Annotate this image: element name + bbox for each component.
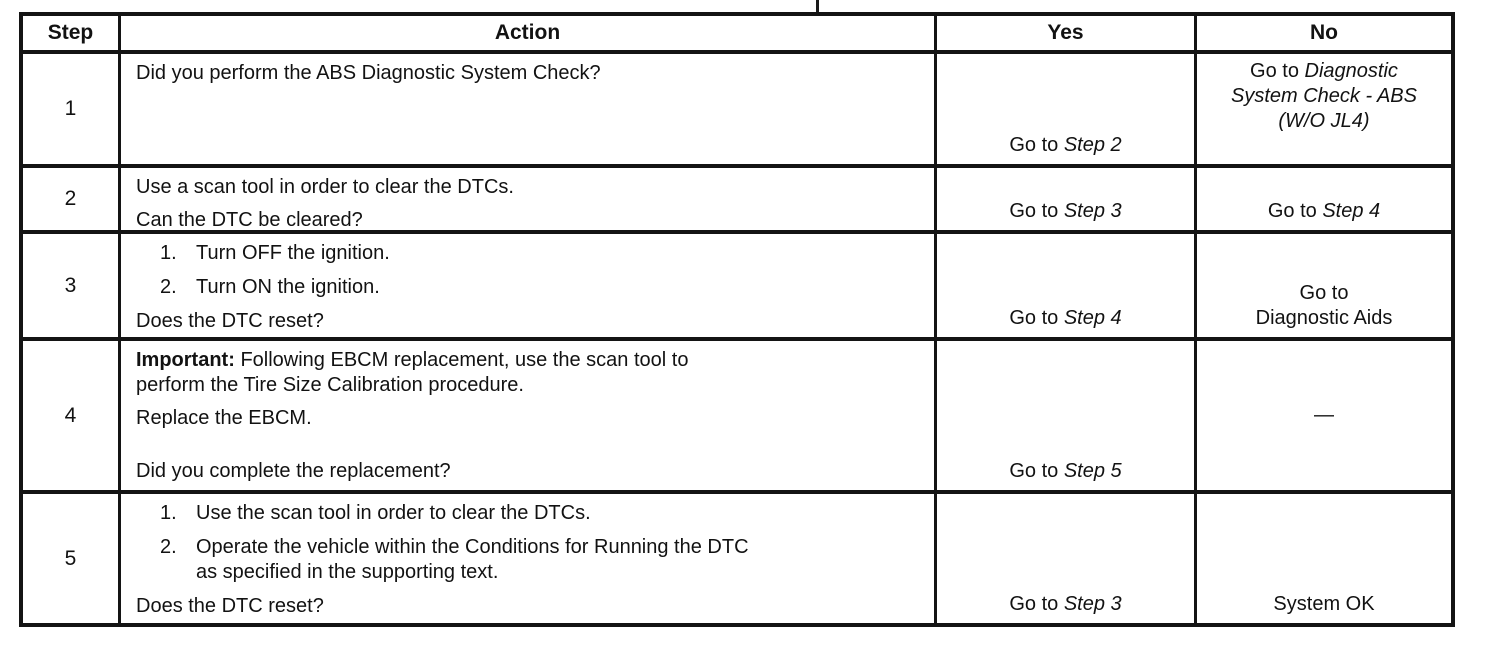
no-cell: Go to Diagnostic Aids [1197,234,1451,337]
action-list-item: 2. Operate the vehicle within the Conditi… [136,535,922,585]
yes-reference-text: Go to Step 2 [1009,133,1121,158]
text-segment: Turn ON the ignition. [196,276,380,298]
text-segment: Go to [1009,134,1064,156]
step-cell: 1 [23,54,118,164]
list-item-text: Operate the vehicle within the Condition… [196,535,749,585]
text-segment: Go to [1299,282,1349,304]
text-segment: Following EBCM replacement, use the scan… [234,349,689,371]
yes-reference-text: Go to Step 3 [1009,199,1121,224]
text-segment: Important: [136,349,235,371]
action-list-item: 1. Use the scan tool in order to clear th… [136,501,922,526]
no-reference-text: Go to Step 4 [1268,199,1380,224]
no-reference-text: System OK [1273,592,1374,617]
action-question: Does the DTC reset? [136,594,922,619]
yes-reference-text: Go to Step 5 [1009,459,1121,484]
text-segment: Turn OFF the ignition. [196,242,390,264]
text-segment: Use the scan tool in order to clear the … [196,502,591,524]
text-segment: Go to [1009,593,1064,615]
text-segment: Go to [1250,60,1305,82]
scan-artifact-tick [816,0,819,12]
text-segment: Does the DTC reset? [136,595,324,617]
step-cell: 5 [23,494,118,623]
action-cell: 1. Use the scan tool in order to clear th… [121,494,934,623]
yes-cell: Go to Step 2 [937,54,1194,164]
action-paragraph: Did you perform the ABS Diagnostic Syste… [136,61,922,86]
text-segment: Go to [1009,200,1064,222]
no-reference-text: — [1314,403,1334,428]
text-segment: Step 5 [1063,460,1122,482]
text-segment: Step 4 [1322,200,1381,222]
column-header-step: Step [23,16,118,50]
text-segment: Diagnostic Aids [1255,307,1393,329]
action-paragraph: Use a scan tool in order to clear the DT… [136,175,922,200]
column-header-no: No [1197,16,1451,50]
text-segment: Operate the vehicle within the Condition… [196,536,749,558]
text-segment: Use a scan tool in order to clear the DT… [136,176,514,198]
action-cell: 1. Turn OFF the ignition. 2. Turn ON the ig… [121,234,934,337]
text-segment: Step 2 [1063,134,1122,156]
no-cell: Go to Step 4 [1197,168,1451,230]
action-paragraph: Important: Following EBCM replacement, u… [136,348,922,398]
text-segment: Go to [1009,460,1064,482]
action-list-item: 1. Turn OFF the ignition. [136,241,922,266]
text-segment: Step 4 [1063,307,1122,329]
text-segment: — [1314,403,1334,426]
step-cell: 2 [23,168,118,230]
yes-reference-text: Go to Step 4 [1009,306,1121,331]
action-cell: Use a scan tool in order to clear the DT… [121,168,934,230]
text-segment: System Check - ABS [1231,85,1417,107]
text-segment: Step 3 [1063,200,1122,222]
no-cell: System OK [1197,494,1451,623]
diagnostic-step-table: Step Action Yes No 1 Did you perform the … [19,12,1455,627]
list-item-text: Use the scan tool in order to clear the … [196,501,591,526]
text-segment: Go to [1267,200,1323,222]
text-segment: Replace the EBCM. [136,407,312,429]
yes-cell: Go to Step 4 [937,234,1194,337]
text-segment: (W/O JL4) [1278,110,1370,132]
no-reference-text: Go to Diagnostic Aids [1256,281,1393,331]
action-question: Can the DTC be cleared? [136,208,922,230]
action-cell: Important: Following EBCM replacement, u… [121,341,934,490]
list-marker: 2. [160,276,177,298]
action-list-item: 2. Turn ON the ignition. [136,275,922,300]
yes-reference-text: Go to Step 3 [1009,592,1121,617]
list-marker: 2. [160,536,177,558]
step-cell: 4 [23,341,118,490]
action-cell: Did you perform the ABS Diagnostic Syste… [121,54,934,164]
list-marker: 1. [160,242,177,264]
action-question: Does the DTC reset? [136,309,922,334]
text-segment: Does the DTC reset? [136,310,324,332]
list-item-text: Turn ON the ignition. [196,275,380,300]
text-segment: Did you perform the ABS Diagnostic Syste… [136,62,601,84]
column-header-yes: Yes [937,16,1194,50]
yes-cell: Go to Step 3 [937,168,1194,230]
text-segment: as specified in the supporting text. [196,561,499,583]
text-segment: Diagnostic [1304,60,1398,82]
action-paragraph: Replace the EBCM. [136,406,922,431]
text-segment: Can the DTC be cleared? [136,209,363,230]
yes-cell: Go to Step 3 [937,494,1194,623]
text-segment: Go to [1009,307,1064,329]
text-segment: perform the Tire Size Calibration proced… [136,374,524,396]
column-header-action: Action [121,16,934,50]
no-cell: — [1197,341,1451,490]
text-segment: System OK [1273,593,1375,615]
action-question: Did you complete the replacement? [136,459,922,484]
list-marker: 1. [160,502,177,524]
yes-cell: Go to Step 5 [937,341,1194,490]
text-segment: Step 3 [1063,593,1122,615]
step-cell: 3 [23,234,118,337]
list-item-text: Turn OFF the ignition. [196,241,390,266]
text-segment: Did you complete the replacement? [136,460,451,482]
